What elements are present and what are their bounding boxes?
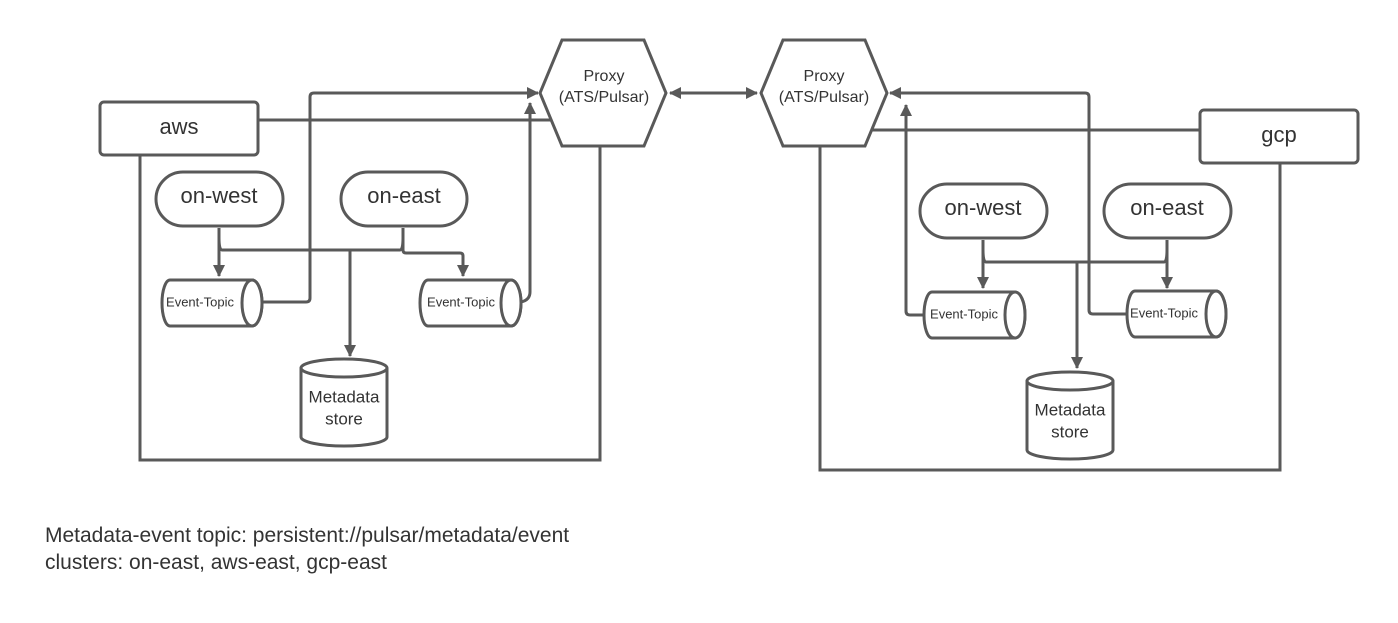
aws-west-topic-to-proxy-link [262, 87, 539, 304]
aws-event-topic-west: Event-Topic [160, 278, 264, 328]
gcp-event-topic-east-label: Event-Topic [1130, 305, 1198, 320]
gcp-region-boundary [818, 145, 1282, 472]
gcp-provider-box [1198, 108, 1360, 165]
aws-region-boundary [138, 145, 602, 462]
gcp-metadata-store-line1: Metadata [1035, 400, 1106, 419]
gcp-west-topic-to-proxy-link [900, 104, 924, 317]
aws-metadata-store-line2: store [325, 409, 363, 428]
gcp-event-topic-west-label: Event-Topic [930, 306, 998, 321]
gcp-on-west-label: on-west [944, 195, 1021, 220]
aws-metadata-store: Metadata store [299, 357, 389, 448]
aws-proxy-label-line1: Proxy [584, 68, 625, 85]
aws-on-east-cluster [339, 170, 469, 228]
gcp-east-topic-to-proxy-link [889, 87, 1127, 316]
gcp-on-east-label: on-east [1130, 195, 1203, 220]
footer-clusters-line: clusters: on-east, aws-east, gcp-east [45, 551, 387, 574]
aws-event-topic-east: Event-Topic [418, 278, 523, 328]
aws-provider-box [98, 100, 260, 157]
gcp-region-group: gcp on-west on-east Event-Topic Event-To… [759, 38, 1360, 472]
gcp-metadata-store: Metadata store [1025, 370, 1115, 461]
footer-notes: Metadata-event topic: persistent://pulsa… [45, 522, 569, 576]
gcp-on-east-cluster [1102, 182, 1233, 240]
aws-metadata-store-line1: Metadata [309, 387, 380, 406]
aws-event-topic-west-label: Event-Topic [166, 294, 234, 309]
aws-event-topic-east-label: Event-Topic [427, 294, 495, 309]
aws-proxy-label-line2: (ATS/Pulsar) [559, 89, 649, 106]
gcp-provider-label: gcp [1261, 122, 1296, 147]
gcp-proxy-label-line2: (ATS/Pulsar) [779, 89, 869, 106]
aws-on-west-label: on-west [180, 183, 257, 208]
aws-east-topic-to-proxy-link [520, 102, 536, 304]
gcp-on-west-cluster [918, 182, 1049, 240]
aws-proxy: Proxy (ATS/Pulsar) [538, 38, 668, 148]
aws-region-group: aws on-west on-east Event-Topic Event-To… [98, 38, 668, 462]
gcp-proxy-label-line1: Proxy [804, 68, 845, 85]
aws-on-east-label: on-east [367, 183, 440, 208]
aws-east-to-topic-connector [401, 228, 469, 277]
aws-on-west-cluster [154, 170, 285, 228]
gcp-event-topic-east: Event-Topic [1125, 289, 1228, 339]
gcp-metadata-store-line2: store [1051, 422, 1089, 441]
aws-provider-label: aws [159, 114, 198, 139]
footer-topic-line: Metadata-event topic: persistent://pulsa… [45, 524, 570, 547]
gcp-clusters-to-store-connector [981, 249, 1169, 368]
gcp-event-topic-west: Event-Topic [922, 290, 1027, 340]
gcp-proxy: Proxy (ATS/Pulsar) [759, 38, 889, 148]
